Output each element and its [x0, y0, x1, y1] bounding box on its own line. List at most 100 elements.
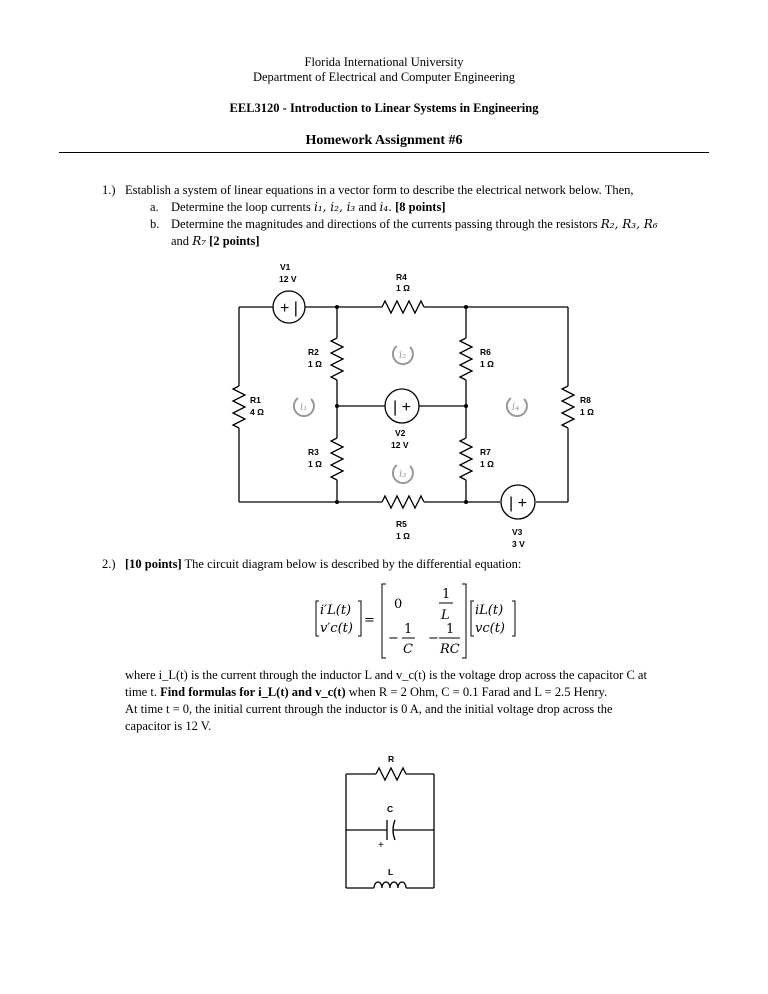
q1b-marker: b.: [150, 217, 160, 231]
q1b-line: Determine the magnitudes and directions …: [171, 216, 658, 233]
r3-name: R3: [308, 447, 319, 457]
q1a-points: [8 points]: [395, 200, 446, 214]
r8-value: 1 Ω: [580, 407, 594, 417]
svg-text:−: −: [428, 631, 439, 646]
loop-label-i4: i₄: [512, 402, 519, 413]
q2-p2a: time t.: [125, 685, 157, 699]
svg-text:| +: | +: [509, 495, 527, 512]
m22-num: 1: [446, 622, 454, 637]
v2-name: V2: [395, 428, 406, 438]
q2-p2c: when R = 2 Ohm, C = 0.1 Farad and L = 2.…: [348, 685, 608, 699]
voltage-source-v3: [500, 484, 536, 520]
q1a-line: Determine the loop currents i₁, i₂, i₃ a…: [171, 199, 445, 216]
svg-text:| +: | +: [393, 399, 411, 416]
v1-name: V1: [280, 262, 291, 272]
r6-name: R6: [480, 347, 491, 357]
v1-value: 12 V: [279, 274, 297, 284]
loop-arrow-i4: [505, 397, 528, 418]
m21-den: C: [403, 642, 413, 657]
label-plus: +: [378, 840, 384, 851]
loop-arrow-i2: [391, 345, 414, 366]
university-name: Florida International University: [304, 55, 464, 69]
resistor-r8: [560, 385, 576, 429]
r3-value: 1 Ω: [308, 459, 322, 469]
r8-name: R8: [580, 395, 591, 405]
r4-name: R4: [396, 272, 407, 282]
course-title: EEL3120 - Introduction to Linear Systems…: [229, 101, 539, 115]
q1a-and: and: [358, 200, 377, 214]
label-r: R: [388, 754, 394, 764]
q1-text: Establish a system of linear equations i…: [125, 183, 634, 197]
m21-num: 1: [404, 622, 412, 637]
department-name: Department of Electrical and Computer En…: [252, 70, 516, 84]
voltage-source-v1: [272, 290, 306, 324]
q1b-text: Determine the magnitudes and directions …: [171, 217, 598, 231]
q1a-text: Determine the loop currents: [171, 200, 311, 214]
q1b-line2: and R₇ [2 points]: [171, 233, 260, 250]
resistor-r2: [329, 337, 345, 381]
q1b-points: [2 points]: [209, 234, 260, 248]
m12-den: L: [440, 608, 450, 623]
q2-points: [10 points]: [125, 557, 182, 571]
inductor-l: [373, 881, 407, 889]
r1-value: 4 Ω: [250, 407, 264, 417]
v3-value: 3 V: [512, 539, 525, 549]
r2-value: 1 Ω: [308, 359, 322, 369]
svg-text:−: −: [388, 631, 399, 646]
label-c: C: [387, 804, 393, 814]
header-rule: [59, 152, 709, 153]
q1a-marker: a.: [150, 200, 159, 214]
resistor-r3: [329, 437, 345, 481]
resistor-r7: [458, 437, 474, 481]
r5-value: 1 Ω: [396, 531, 410, 541]
resistor-r6: [458, 337, 474, 381]
resistor-r4: [381, 299, 425, 315]
q1-number: 1.): [102, 183, 116, 197]
q2-paragraph-line1: where i_L(t) is the current through the …: [125, 668, 647, 682]
r7-name: R7: [480, 447, 491, 457]
r7-value: 1 Ω: [480, 459, 494, 469]
loop-arrow-i3: [391, 464, 414, 485]
q1a-var4: i₄.: [379, 200, 392, 214]
r2-name: R2: [308, 347, 319, 357]
q2-line: [10 points] The circuit diagram below is…: [125, 556, 521, 573]
resistor-r5: [381, 494, 425, 510]
loop-label-i1: i₁: [300, 402, 307, 413]
loop-arrow-i1: [292, 397, 315, 418]
r6-value: 1 Ω: [480, 359, 494, 369]
q2-paragraph-line2: time t. Find formulas for i_L(t) and v_c…: [125, 684, 607, 701]
m11: 0: [394, 597, 402, 612]
voltage-source-v2: [384, 388, 420, 424]
q2-intro: The circuit diagram below is described b…: [184, 557, 522, 571]
q2-p2b: Find formulas for i_L(t) and v_c(t): [160, 685, 346, 699]
lhs-row1: i′L(t): [320, 603, 351, 618]
m22-den: RC: [439, 642, 460, 657]
rhs-row1: iL(t): [475, 603, 503, 618]
loop-label-i2: i₂: [399, 350, 406, 361]
svg-text:+ |: + |: [280, 300, 298, 317]
lhs-row2: v′c(t): [320, 621, 353, 636]
assignment-title: Homework Assignment #6: [305, 133, 463, 148]
q2-paragraph-line4: capacitor is 12 V.: [125, 719, 212, 733]
resistor-r: [375, 766, 407, 782]
rhs-row2: vc(t): [475, 621, 505, 636]
r4-value: 1 Ω: [396, 283, 410, 293]
v2-value: 12 V: [391, 440, 409, 450]
q1a-vars: i₁, i₂, i₃: [314, 200, 356, 214]
m12-num: 1: [442, 587, 450, 602]
q1b-var7: R₇: [192, 234, 207, 248]
q2-number: 2.): [102, 557, 116, 571]
q2-paragraph-line3: At time t = 0, the initial current throu…: [125, 702, 613, 716]
label-l: L: [388, 867, 393, 877]
r1-name: R1: [250, 395, 261, 405]
v3-name: V3: [512, 527, 523, 537]
r5-name: R5: [396, 519, 407, 529]
loop-label-i3: i₃: [399, 469, 406, 480]
q1b-and: and: [171, 234, 190, 248]
resistor-r1: [231, 385, 247, 429]
q1b-vars: R₂, R₃, R₆: [600, 217, 658, 231]
svg-text:=: =: [364, 613, 375, 628]
